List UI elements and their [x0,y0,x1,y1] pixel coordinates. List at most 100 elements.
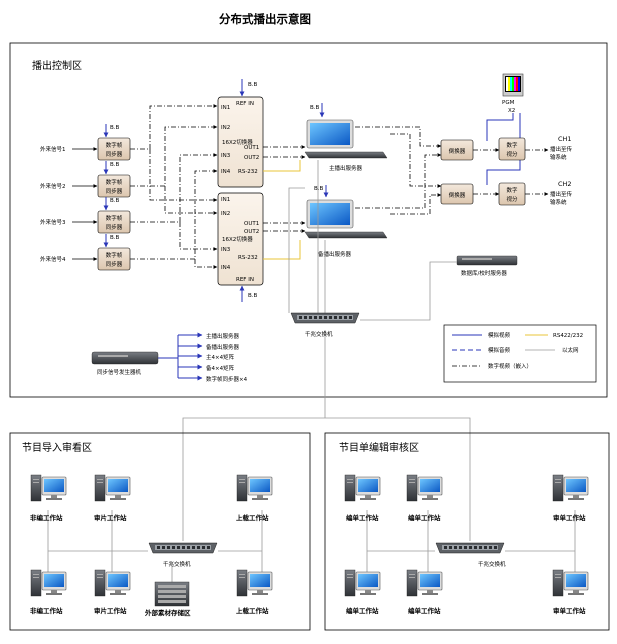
svg-text:上载工作站: 上载工作站 [236,513,269,522]
svg-text:倒换器: 倒换器 [449,147,466,155]
svg-text:数字帧: 数字帧 [106,178,123,186]
svg-text:REF IN: REF IN [236,277,254,283]
svg-text:OUT1: OUT1 [244,221,259,227]
svg-text:OUT1: OUT1 [244,145,259,151]
svg-text:编单工作站: 编单工作站 [346,513,379,522]
svg-text:编单工作站: 编单工作站 [346,606,379,615]
svg-text:外来信号2: 外来信号2 [40,182,66,190]
svg-text:同步器: 同步器 [106,261,123,268]
matrix-backup: IN1 IN2 OUT1 OUT2 16X2切换器 IN3 RS-232 IN4… [217,192,264,286]
svg-text:数字视频（嵌入）: 数字视频（嵌入） [488,362,532,370]
svg-text:播出至传: 播出至传 [550,145,573,153]
server-main [304,119,388,159]
svg-text:REF IN: REF IN [236,101,254,107]
matrix-main: REF IN IN1 IN2 16X2切换器 OUT1 IN3 OUT2 IN4… [217,96,264,188]
logo-box-1: 数字 视分 [498,137,526,161]
import-zone-label: 节目导入审看区 [22,441,92,454]
sync-frame-3: 数字帧 同步器 [97,210,131,234]
svg-text:非编工作站: 非编工作站 [30,513,63,522]
svg-text:CH1: CH1 [558,135,572,143]
svg-text:播出至传: 播出至传 [550,190,573,198]
sync-frame-4: 数字帧 同步器 [97,247,131,271]
svg-text:B.B: B.B [110,162,120,168]
svg-text:OUT2: OUT2 [244,155,259,161]
storage-rack: 外部素材存储区 [145,581,191,617]
server-main-label: 主播出服务器 [329,164,363,172]
svg-text:16X2切换器: 16X2切换器 [222,235,253,243]
svg-text:编单工作站: 编单工作站 [408,606,441,615]
rs232-link-backup [263,240,301,260]
import-ws-bottom-1: 非编工作站 [30,569,67,615]
svg-text:IN4: IN4 [221,265,231,271]
svg-text:OUT2: OUT2 [244,229,259,235]
svg-text:输系统: 输系统 [550,198,567,206]
db-server [456,255,518,266]
server-backup [304,199,388,239]
page-title: 分布式播出示意图 [219,12,311,26]
pgm-count: X2 [508,108,515,114]
sync-frame-1: 数字帧 同步器 [97,137,131,161]
svg-text:IN4: IN4 [221,169,231,175]
ethernet-control [288,160,457,418]
svg-text:IN3: IN3 [221,153,231,159]
bb-sync-frames: B.B B.B B.B B.B [103,124,120,248]
switch-edit [435,542,505,554]
svg-text:IN2: IN2 [221,125,230,131]
ethernet-edit [366,441,576,590]
svg-text:数字帧: 数字帧 [106,251,123,259]
svg-text:视分: 视分 [506,195,518,203]
svg-text:外来信号1: 外来信号1 [40,145,66,153]
import-ws-top-1: 非编工作站 [30,474,67,522]
edit-zone-frame [324,432,610,631]
ext-input-3: 外来信号3 [40,218,98,226]
svg-text:模拟音频: 模拟音频 [488,346,511,354]
bb-server-main: B.B [310,103,325,118]
svg-text:外来信号4: 外来信号4 [40,255,66,263]
svg-text:B.B: B.B [314,186,324,192]
svg-text:16X2切换器: 16X2切换器 [222,138,253,146]
svg-text:B.B: B.B [110,235,120,241]
svg-text:B.B: B.B [310,105,320,111]
switch-control-label: 千兆交换机 [305,330,333,338]
sync-generator [91,351,159,365]
pgm-link-1 [486,113,514,141]
edit-zone-label: 节目单编辑审核区 [339,441,419,454]
bb-matrix-main: B.B [239,79,258,97]
control-zone-frame [9,42,608,398]
svg-text:非编工作站: 非编工作站 [30,606,63,615]
svg-text:CH2: CH2 [558,180,572,188]
control-zone-label: 播出控制区 [32,59,82,72]
logo-box-2: 数字 视分 [498,182,526,206]
import-ws-top-2: 审片工作站 [94,474,131,522]
legend: 模拟视频 RS422/232 模拟音频 以太网 数字视频（嵌入） [443,324,597,383]
server-backup-label: 备播出服务器 [318,250,352,258]
svg-text:视分: 视分 [506,150,518,158]
svg-text:同步器: 同步器 [106,151,123,158]
svg-text:审片工作站: 审片工作站 [94,513,127,522]
rs232-link-main [263,160,301,172]
switch-control [290,312,360,324]
sync-outputs: 主播出服务器 备播出服务器 主4×4矩阵 备4×4矩阵 数字帧同步器×4 [158,332,248,383]
channel-1: CH1 播出至传 输系统 [550,135,573,161]
svg-text:备4×4矩阵: 备4×4矩阵 [206,364,235,372]
svg-text:上载工作站: 上载工作站 [236,606,269,615]
sync-frame-2: 数字帧 同步器 [97,174,131,198]
switcher-1: 倒换器 [440,139,474,161]
svg-text:IN3: IN3 [221,247,231,253]
svg-text:RS-232: RS-232 [238,169,258,175]
svg-text:数字帧同步器×4: 数字帧同步器×4 [206,375,248,383]
svg-text:数字帧: 数字帧 [106,141,123,149]
svg-text:输系统: 输系统 [550,153,567,161]
import-ws-bottom-4: 上载工作站 [236,569,273,615]
digital-links [130,104,549,269]
edit-ws-top-3: 审单工作站 [552,474,589,522]
svg-text:编单工作站: 编单工作站 [408,513,441,522]
svg-text:数字: 数字 [506,186,518,194]
ext-input-1: 外来信号1 [40,145,98,153]
svg-text:备播出服务器: 备播出服务器 [206,343,240,351]
import-zone-frame [9,432,311,631]
svg-text:RS-232: RS-232 [238,255,258,261]
svg-text:B.B: B.B [248,293,258,299]
db-server-label: 数据库/校时服务器 [461,269,507,277]
